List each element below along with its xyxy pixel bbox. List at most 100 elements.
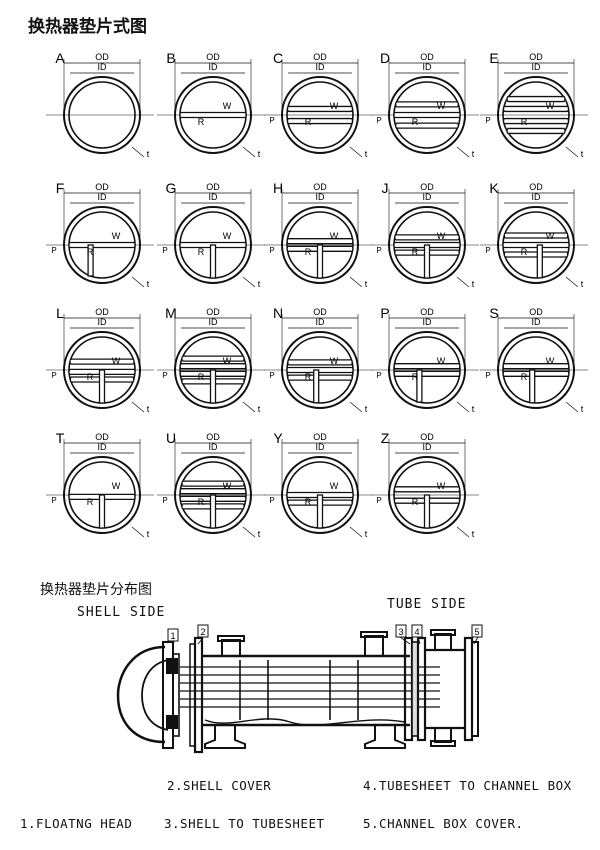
od-label: OD xyxy=(420,52,434,62)
floating-head-dome xyxy=(141,659,169,731)
t-label: t xyxy=(365,404,368,414)
w-label: W xyxy=(112,356,121,366)
r-label: R xyxy=(87,497,94,507)
callout-4-text: 4 xyxy=(414,627,419,637)
channel-nozzle-top xyxy=(434,633,452,651)
p-label: P xyxy=(269,116,274,125)
r-label: R xyxy=(521,372,528,382)
gasket-letter: U xyxy=(166,430,176,446)
gasket-letter: L xyxy=(56,305,64,321)
od-label: OD xyxy=(529,182,543,192)
legend-shell-to-tubesheet: 3.SHELL TO TUBESHEET xyxy=(164,816,325,831)
id-label: ID xyxy=(316,317,326,327)
t-label: t xyxy=(365,529,368,539)
id-label: ID xyxy=(98,192,108,202)
id-label: ID xyxy=(209,192,219,202)
r-label: R xyxy=(87,247,94,257)
w-label: W xyxy=(546,356,555,366)
od-label: OD xyxy=(206,182,220,192)
r-label: R xyxy=(412,497,419,507)
channel-flange xyxy=(416,636,427,742)
id-label: ID xyxy=(209,442,219,452)
gasket-letter: H xyxy=(273,180,283,196)
callout-1: 1 xyxy=(167,628,179,642)
shell-side-label: SHELL SIDE xyxy=(77,605,166,620)
r-label: R xyxy=(198,372,205,382)
shell-nozzle-top-flange xyxy=(217,635,245,642)
t-label: t xyxy=(147,529,150,539)
w-label: W xyxy=(330,481,339,491)
channel-cover-flange xyxy=(463,636,474,742)
t-label: t xyxy=(472,149,475,159)
t-label: t xyxy=(581,149,584,159)
w-label: W xyxy=(546,101,555,111)
shell-nozzle-top-2 xyxy=(364,635,384,657)
legend-floating-head: 1.FLOATNG HEAD xyxy=(20,816,133,831)
od-label: OD xyxy=(95,52,109,62)
callout-3-text: 3 xyxy=(398,627,403,637)
callout-2-text: 2 xyxy=(200,627,205,637)
od-label: OD xyxy=(420,432,434,442)
w-label: W xyxy=(330,356,339,366)
p-label: P xyxy=(51,371,56,380)
w-label: W xyxy=(437,101,446,111)
p-label: P xyxy=(485,246,490,255)
od-label: OD xyxy=(529,307,543,317)
t-label: t xyxy=(258,529,261,539)
gasket-letter: P xyxy=(380,305,389,321)
r-label: R xyxy=(412,247,419,257)
shell-nozzle-top xyxy=(221,639,241,657)
od-label: OD xyxy=(313,432,327,442)
w-label: W xyxy=(437,481,446,491)
t-label: t xyxy=(258,404,261,414)
gasket-letter: E xyxy=(489,50,498,66)
channel-nozzle-top-flange xyxy=(430,629,456,636)
od-label: OD xyxy=(95,182,109,192)
t-label: t xyxy=(472,404,475,414)
p-label: P xyxy=(376,496,381,505)
od-label: OD xyxy=(313,182,327,192)
p-label: P xyxy=(485,116,490,125)
r-label: R xyxy=(198,247,205,257)
gasket-letter: T xyxy=(56,430,65,446)
r-label: R xyxy=(305,372,312,382)
shell-break-line xyxy=(204,718,406,726)
od-label: OD xyxy=(313,307,327,317)
gasket-letter: F xyxy=(56,180,65,196)
shell-flange-left-2 xyxy=(189,643,196,747)
shell-cover-flange xyxy=(162,641,174,749)
p-label: P xyxy=(269,371,274,380)
p-label: P xyxy=(269,246,274,255)
p-label: P xyxy=(376,116,381,125)
p-label: P xyxy=(51,496,56,505)
t-label: t xyxy=(258,279,261,289)
id-label: ID xyxy=(316,62,326,72)
t-label: t xyxy=(472,279,475,289)
od-label: OD xyxy=(420,307,434,317)
id-label: ID xyxy=(316,442,326,452)
gasket-letter: N xyxy=(273,305,283,321)
r-label: R xyxy=(305,247,312,257)
r-label: R xyxy=(87,372,94,382)
od-label: OD xyxy=(95,432,109,442)
p-label: P xyxy=(162,371,167,380)
floating-head-flange xyxy=(172,653,180,737)
r-label: R xyxy=(521,247,528,257)
od-label: OD xyxy=(313,52,327,62)
od-label: OD xyxy=(529,52,543,62)
r-label: R xyxy=(305,117,312,127)
gasket-letter: C xyxy=(273,50,283,66)
w-label: W xyxy=(112,481,121,491)
id-label: ID xyxy=(423,317,433,327)
r-label: R xyxy=(521,117,528,127)
od-label: OD xyxy=(206,52,220,62)
w-label: W xyxy=(437,231,446,241)
